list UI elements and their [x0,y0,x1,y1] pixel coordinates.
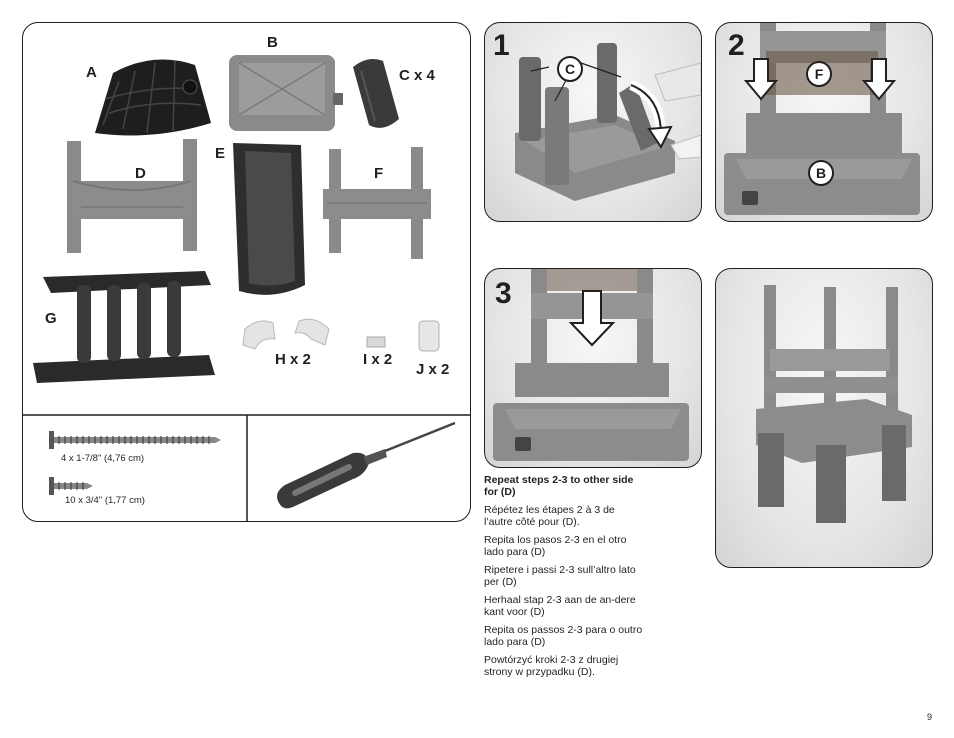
instruction-pl: Powtórzyć kroki 2-3 z drugiej strony w p… [484,654,619,678]
part-label-g: G [45,310,57,327]
part-d-frame [67,139,197,253]
step-3-photo [493,269,689,461]
screw-short-caption: 10 x 3/4" (1,77 cm) [65,495,145,506]
part-label-e: E [215,145,226,162]
part-j-cylinder [418,320,440,352]
part-a-roof [95,59,211,136]
instruction-nl: Herhaal stap 2-3 aan de an-dere kant voo… [484,594,636,618]
part-i-piece [366,336,386,348]
parts-panel: A B C x 4 D E F G H x 2 I x 2 J x 2 4 x … [22,22,471,522]
part-label-a: A [86,64,97,81]
callout-c: C [557,56,583,82]
part-h-elbows [242,318,330,350]
part-b-base [229,55,343,131]
instructions-block: Repeat steps 2-3 to other side for (D) R… [484,474,644,684]
instruction-es: Repita los pasos 2-3 en el otro lado par… [484,534,627,558]
part-label-j: J x 2 [416,361,450,378]
instruction-fr: Répétez les étapes 2 à 3 de l’autre côté… [484,504,615,528]
screwdriver-icon [277,421,456,509]
screw-long-icon [49,431,221,449]
part-label-i: I x 2 [363,351,393,368]
instruction-pt: Repita os passos 2-3 para o outro lado p… [484,624,643,648]
part-e-slide [233,143,305,295]
instruction-it: Ripetere i passi 2-3 sull’altro lato per… [484,564,636,588]
step-2-photo [724,23,920,215]
part-label-h: H x 2 [275,351,311,368]
callout-b: B [808,160,834,186]
screw-long-caption: 4 x 1-7/8" (4,76 cm) [61,453,145,464]
part-label-d: D [135,165,146,182]
step-3-panel: 3 [484,268,702,468]
page-number: 9 [926,712,932,722]
part-c-leg [353,59,399,128]
parts-illustration [23,55,470,521]
final-assembly-panel [715,268,933,568]
part-g-ladder [33,271,215,383]
instruction-en: Repeat steps 2-3 to other side for (D) [484,474,634,498]
part-label-c: C x 4 [399,67,435,84]
final-assembly-photo [756,285,912,523]
screw-short-icon [49,477,93,495]
step-1-photo [515,43,701,201]
step-2-panel: 2 F B [715,22,933,222]
part-label-b: B [267,34,278,51]
step-1-number: 1 [493,29,510,62]
step-2-number: 2 [728,29,745,62]
step-3-number: 3 [495,277,512,310]
part-f-frame [323,147,431,259]
step-1-panel: 1 C [484,22,702,222]
callout-f: F [806,61,832,87]
part-label-f: F [374,165,384,182]
